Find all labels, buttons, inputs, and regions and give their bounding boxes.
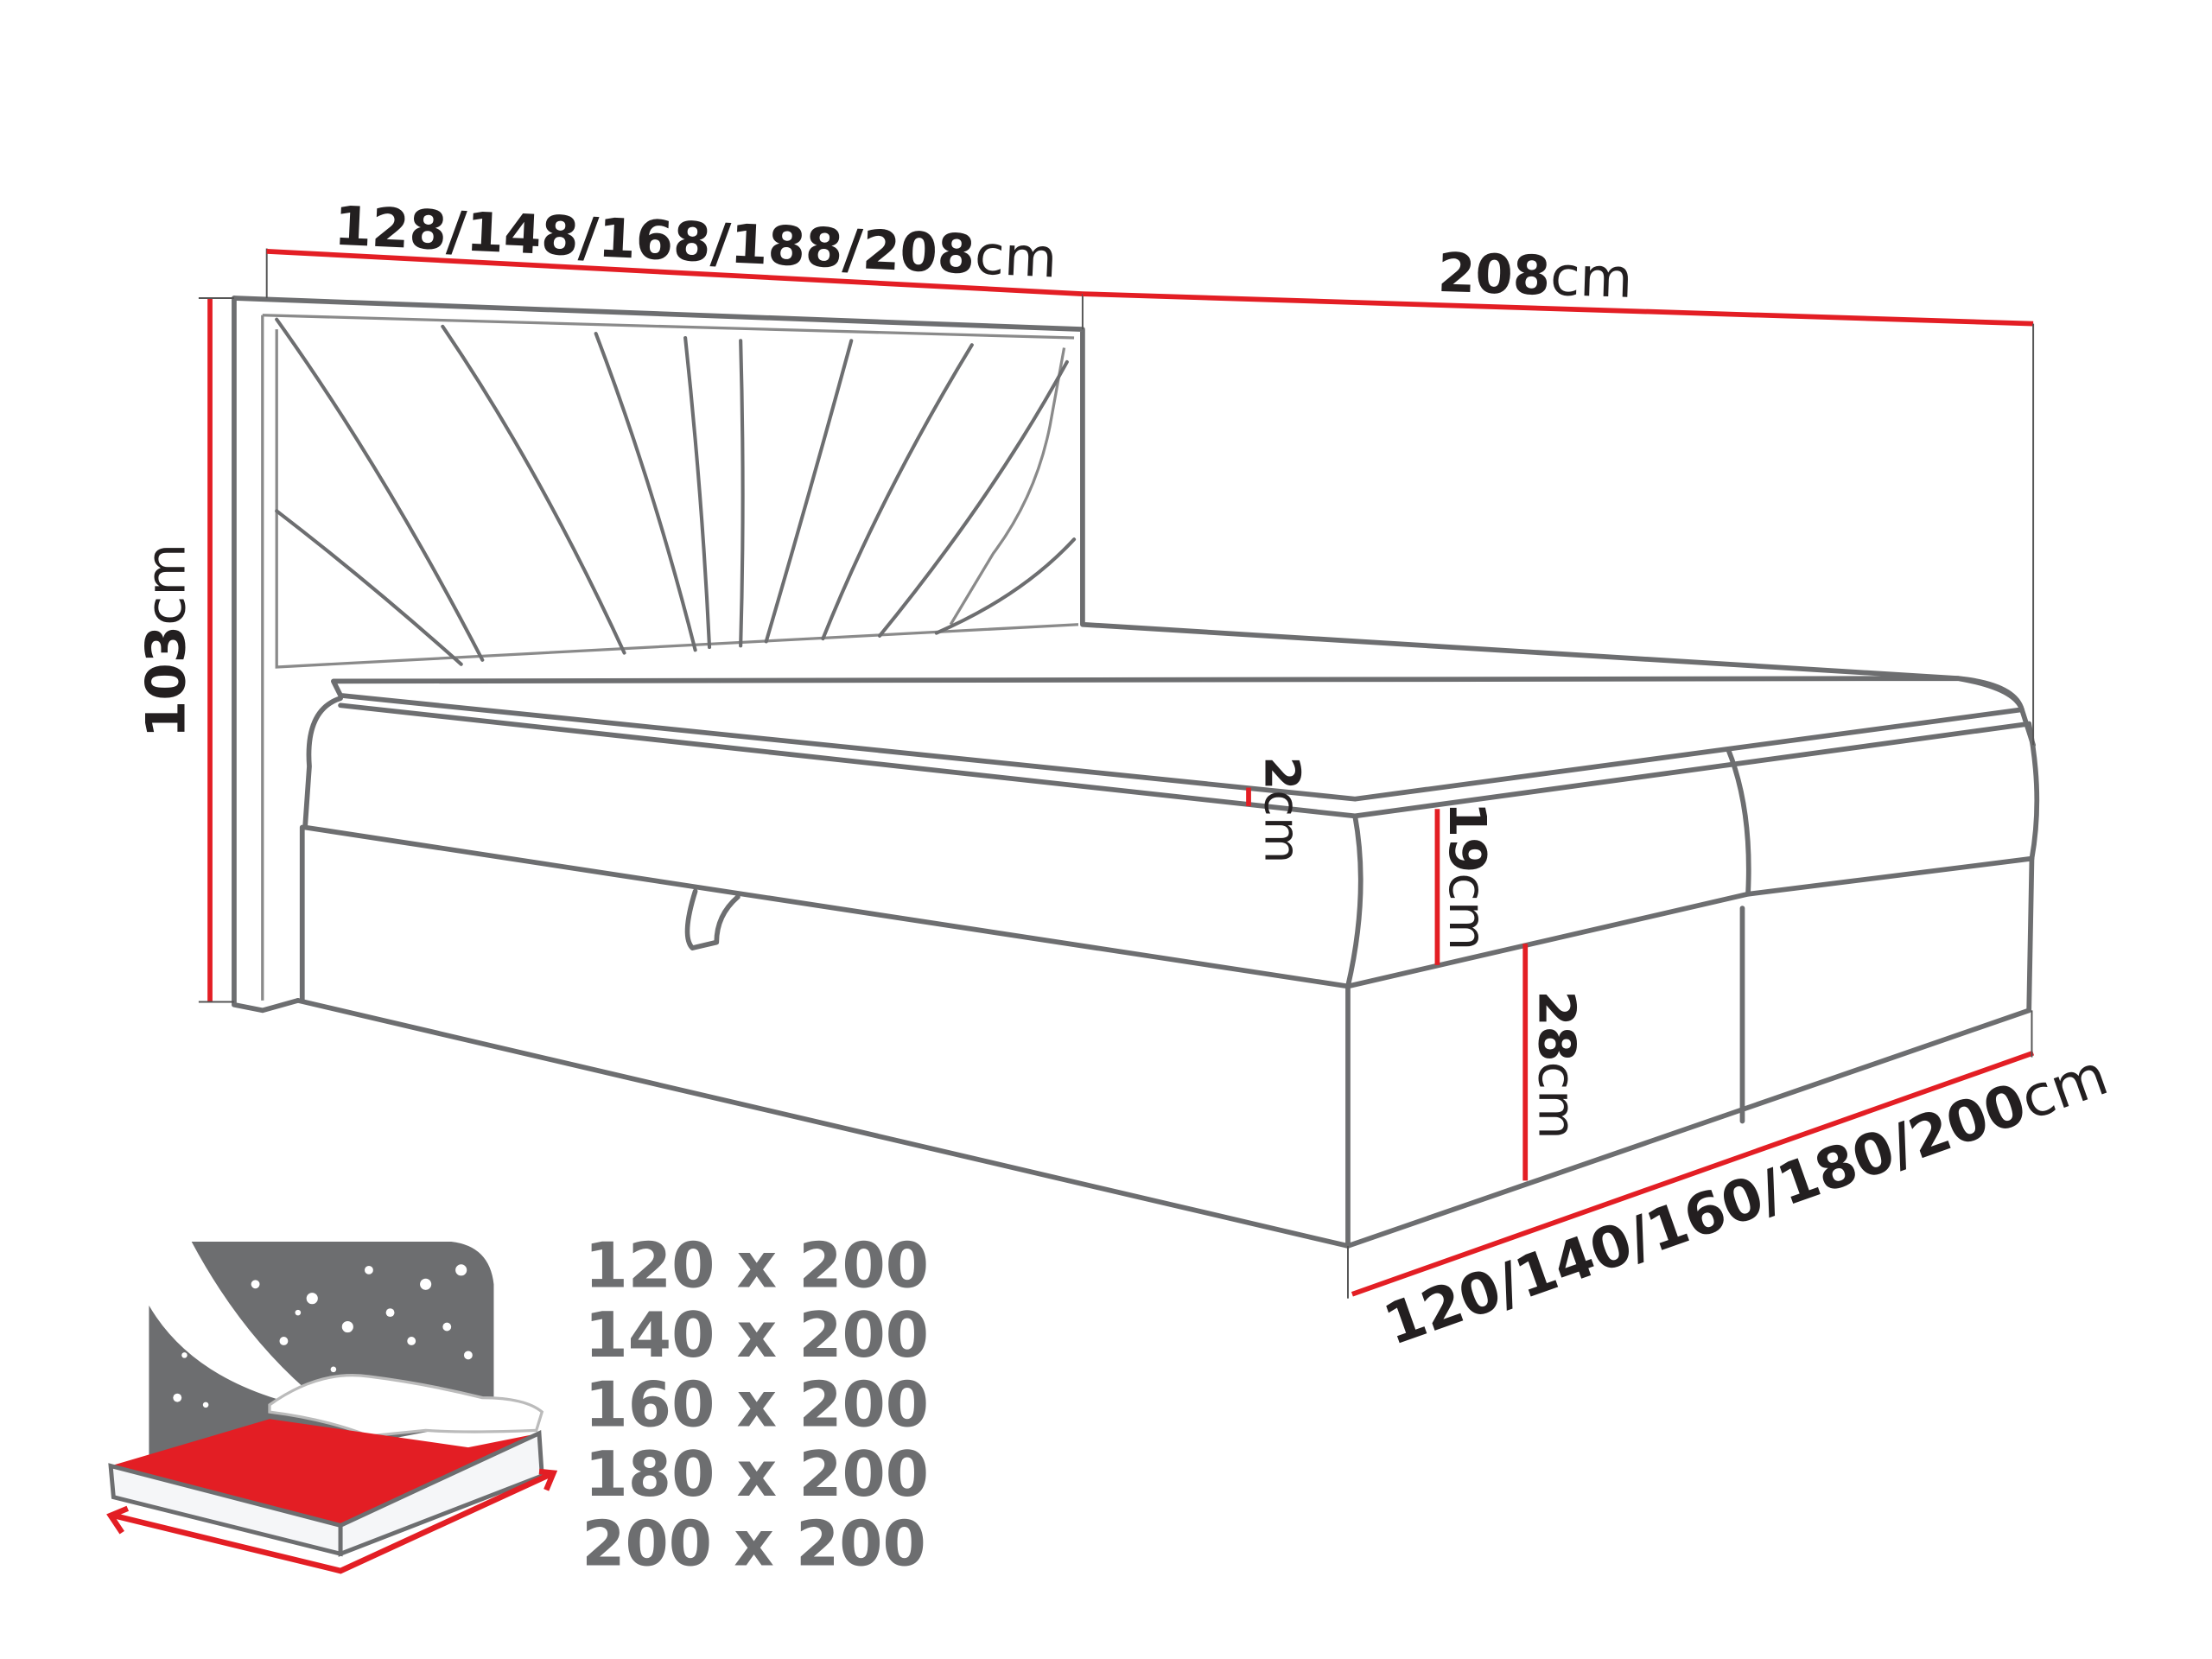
mattress-size-icon — [106, 1242, 558, 1574]
size-list: 120 x 200 140 x 200 160 x 200 180 x 200 … — [582, 1230, 929, 1581]
dimension-lines — [198, 248, 2035, 1299]
size-item: 180 x 200 — [585, 1439, 930, 1511]
height-label: 103cm — [134, 543, 197, 738]
size-item: 120 x 200 — [585, 1230, 930, 1303]
topper-label: 2cm — [1254, 756, 1310, 863]
length-label: 208cm — [1437, 241, 1633, 310]
mattress-height-label: 19cm — [1438, 802, 1497, 950]
base-height-label: 28cm — [1528, 990, 1587, 1139]
storage-handle-icon — [684, 888, 741, 950]
bed-body — [295, 676, 2040, 1249]
headboard — [232, 296, 2036, 1014]
size-item: 140 x 200 — [585, 1300, 930, 1372]
size-item: 160 x 200 — [585, 1369, 930, 1441]
size-item: 200 x 200 — [582, 1508, 926, 1580]
